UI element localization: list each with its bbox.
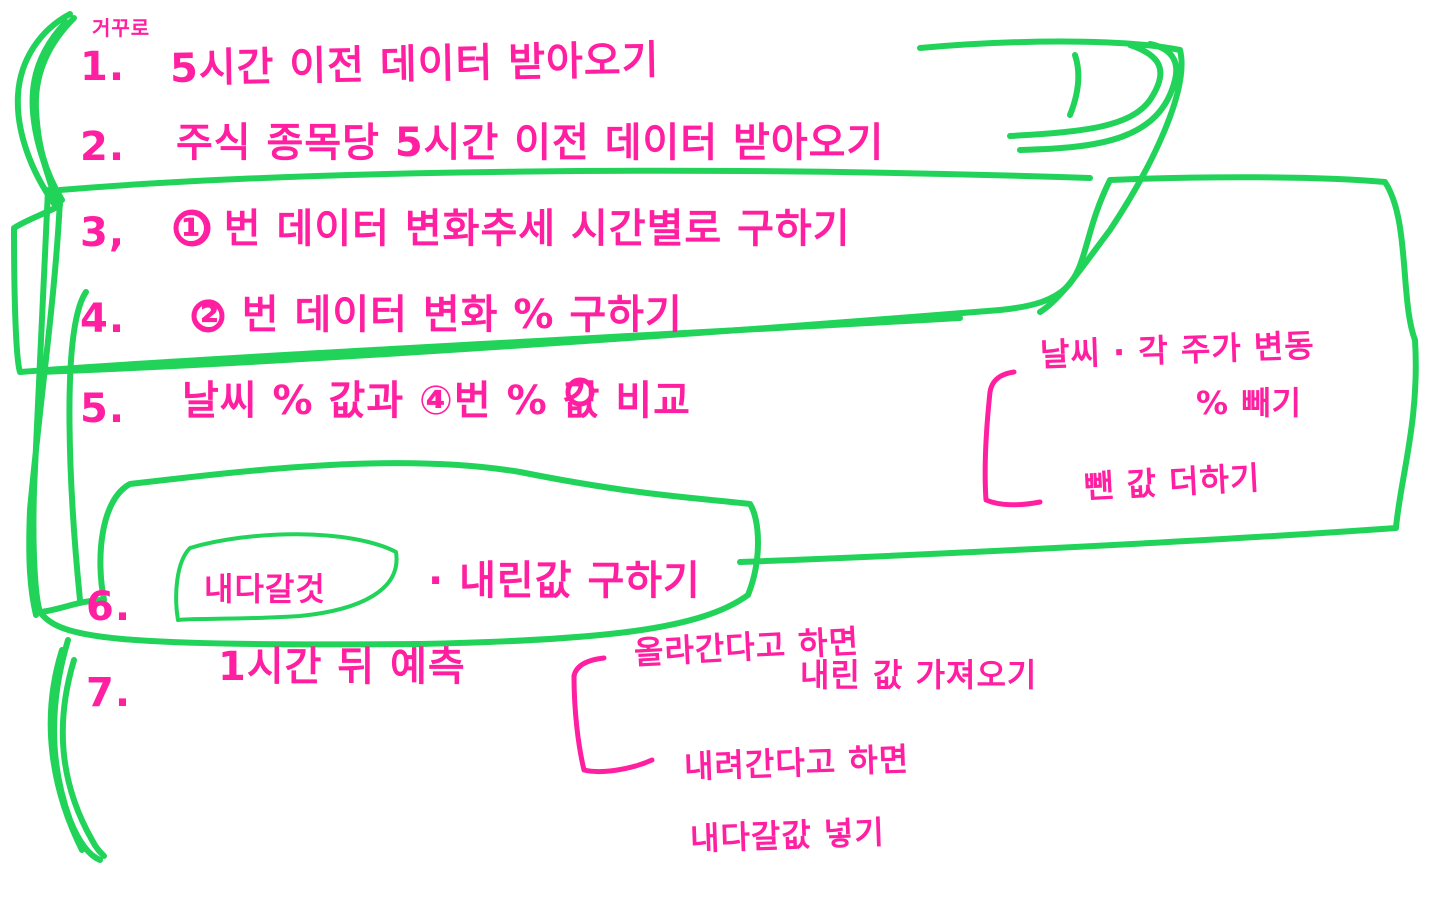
side-note-7-line-2: 내린 값 가져오기 [800, 656, 1038, 694]
top-right-loop [917, 38, 1185, 315]
step-5-text: 날씨 % 값과 ④번 % 값 비교 [182, 378, 691, 424]
box-step-5 [37, 174, 1419, 565]
step-4-text: ② 번 데이터 변화 % 구하기 [192, 292, 683, 338]
left-vertical-line [26, 187, 63, 618]
step-3-text: ① 번 데이터 변화추세 시간별로 구하기 [174, 206, 851, 252]
circle-num-2 [191, 299, 225, 333]
bracket-side-5 [982, 369, 1043, 508]
step-4-number: 4. [80, 296, 126, 342]
box-step-6 [37, 460, 761, 648]
circle-num-1 [173, 209, 211, 247]
side-note-7-line-4: 내다갈값 넣기 [689, 813, 886, 858]
side-note-5-line-3: 뺀 값 더하기 [1083, 458, 1262, 506]
left-bracket-top [14, 11, 77, 208]
step-1-text: 5시간 이전 데이터 받아오기 [169, 37, 660, 92]
step-2-number: 2. [80, 124, 126, 170]
circle-num-4 [565, 377, 595, 407]
step-1-number: 1. [80, 44, 126, 90]
side-note-5-line-2: % 빼기 [1196, 384, 1303, 422]
side-note-7-line-3: 내려간다고 하면 [683, 740, 910, 786]
step-2-text: 주식 종목당 5시간 이전 데이터 받아오기 [176, 120, 885, 166]
side-note-5-line-1: 날씨 · 각 주가 변동 [1039, 326, 1316, 374]
bracket-side-7 [571, 655, 655, 775]
step-7-number: 7. [86, 670, 132, 716]
box-steps-3-4 [11, 167, 1093, 603]
step-6-text: · 내린값 구하기 [428, 558, 701, 604]
step-6-circled-term: 내다갈것 [204, 570, 326, 608]
step-5-number: 5. [80, 386, 126, 432]
circle-highlight-6 [174, 532, 399, 622]
step-3-number: 3, [80, 210, 126, 256]
step-6-number: 6. [86, 584, 132, 630]
corner-note: 거꾸로 [92, 16, 151, 40]
left-bracket-bottom [47, 637, 107, 863]
step-7-text: 1시간 뒤 예측 [218, 644, 466, 690]
